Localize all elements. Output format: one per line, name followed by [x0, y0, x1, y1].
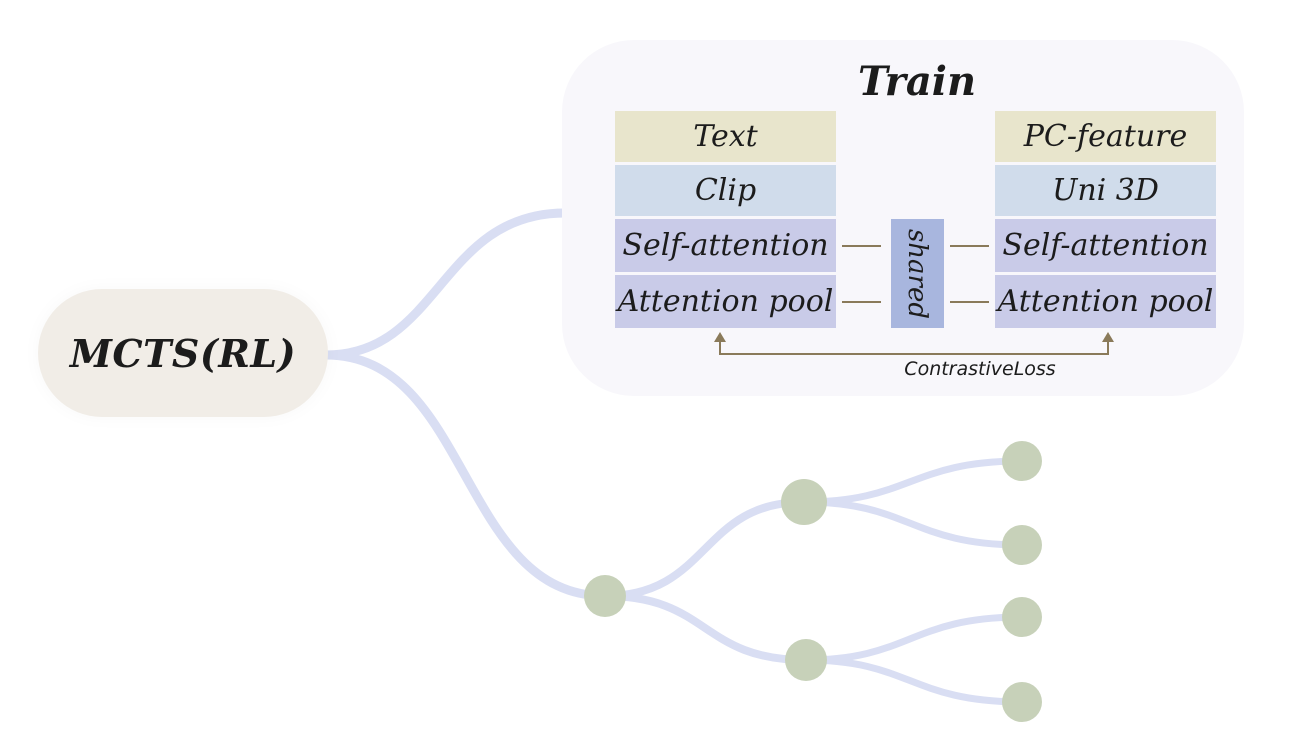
self-attention-block-left: Self-attention: [615, 219, 836, 272]
branch-root-to-train: [321, 208, 570, 360]
attention-pool-block-left: Attention pool: [615, 275, 836, 328]
shared-block: shared: [891, 219, 944, 328]
loss-arrowhead-left-icon: [714, 332, 726, 342]
branch-tree-a: [604, 498, 805, 600]
branch-tree-c: [803, 457, 1023, 506]
tree-node-leaf-4[interactable]: [1002, 682, 1042, 722]
branch-tree-b: [604, 592, 807, 664]
tree-node-leaf-3[interactable]: [1002, 597, 1042, 637]
contrastive-loss-bracket: [719, 338, 1109, 355]
pc-feature-block: PC-feature: [995, 111, 1216, 162]
tree-node-level2-b[interactable]: [785, 639, 827, 681]
tree-node-leaf-1[interactable]: [1002, 441, 1042, 481]
attention-pool-block-right: Attention pool: [995, 275, 1216, 328]
tree-node-root[interactable]: [584, 575, 626, 617]
root-label: MCTS(RL): [69, 330, 297, 376]
clip-block: Clip: [615, 165, 836, 216]
loss-arrowhead-right-icon: [1102, 332, 1114, 342]
train-panel: [562, 40, 1244, 396]
branch-tree-e: [805, 613, 1023, 664]
text-block: Text: [615, 111, 836, 162]
branch-tree-d: [803, 498, 1023, 549]
root-node[interactable]: MCTS(RL): [38, 289, 328, 417]
uni3d-block: Uni 3D: [995, 165, 1216, 216]
branch-tree-f: [805, 656, 1023, 706]
branch-root-to-tree: [321, 350, 610, 601]
tree-node-leaf-2[interactable]: [1002, 525, 1042, 565]
contrastive-loss-label: ContrastiveLoss: [904, 358, 1056, 380]
self-attention-block-right: Self-attention: [995, 219, 1216, 272]
train-title: Train: [857, 58, 977, 105]
tree-node-level2-a[interactable]: [781, 479, 827, 525]
